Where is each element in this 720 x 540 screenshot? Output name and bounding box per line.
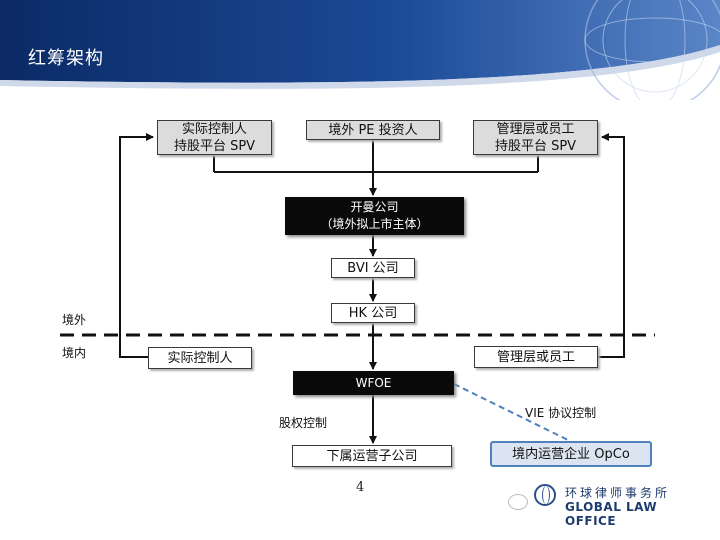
bvi-label: BVI 公司 xyxy=(347,260,399,276)
equity-control-label: 股权控制 xyxy=(279,416,328,430)
actual-controller-box: 实际控制人 xyxy=(148,347,252,369)
header-banner-graphic xyxy=(0,0,720,100)
mgmt-label: 管理层或员工 xyxy=(496,349,575,365)
wechat-icon xyxy=(508,494,528,510)
mgmt-spv-box: 管理层或员工 持股平台 SPV xyxy=(473,120,598,155)
kaiman-company-box: 开曼公司 （境外拟上市主体） xyxy=(285,197,464,235)
controller-spv-box: 实际控制人 持股平台 SPV xyxy=(157,120,272,155)
firm-name-cn: 环球律师事务所 xyxy=(565,486,671,500)
opco-box: 境内运营企业 OpCo xyxy=(490,441,652,467)
opco-label: 境内运营企业 OpCo xyxy=(512,446,630,462)
hk-label: HK 公司 xyxy=(348,305,398,321)
kaiman-line1: 开曼公司 xyxy=(350,200,399,214)
mgmt-box: 管理层或员工 xyxy=(474,346,598,368)
vie-dashed-connector xyxy=(453,383,569,441)
subsidiary-label: 下属运营子公司 xyxy=(326,448,418,464)
mgmt-spv-line1: 管理层或员工 xyxy=(496,121,575,137)
pe-investor-box: 境外 PE 投资人 xyxy=(306,120,440,140)
mgmt-spv-line2: 持股平台 SPV xyxy=(494,138,577,154)
controller-spv-line1: 实际控制人 xyxy=(181,121,247,137)
arrow-mgmt-to-spv xyxy=(598,133,625,358)
controller-spv-line2: 持股平台 SPV xyxy=(173,138,256,154)
bvi-company-box: BVI 公司 xyxy=(331,258,415,278)
wfoe-box: WFOE xyxy=(293,371,454,395)
globe-icon xyxy=(534,484,556,506)
arrow-controller-to-spv xyxy=(119,133,154,358)
subsidiary-box: 下属运营子公司 xyxy=(292,445,452,467)
kaiman-line2: （境外拟上市主体） xyxy=(320,217,429,231)
pe-investor-label: 境外 PE 投资人 xyxy=(328,122,418,138)
offshore-label: 境外 xyxy=(62,313,87,327)
vie-control-label: VIE 协议控制 xyxy=(525,406,597,420)
hk-company-box: HK 公司 xyxy=(331,303,415,323)
slide-title: 红筹架构 xyxy=(28,48,104,69)
actual-controller-label: 实际控制人 xyxy=(167,350,233,366)
onshore-label: 境内 xyxy=(62,346,87,360)
firm-name-en: GLOBAL LAW OFFICE xyxy=(565,500,658,528)
page-number: 4 xyxy=(356,480,365,495)
slide-header: 红筹架构 xyxy=(0,0,720,100)
wfoe-label: WFOE xyxy=(355,375,392,390)
firm-logo: 环球律师事务所 GLOBAL LAW OFFICE xyxy=(508,480,710,530)
